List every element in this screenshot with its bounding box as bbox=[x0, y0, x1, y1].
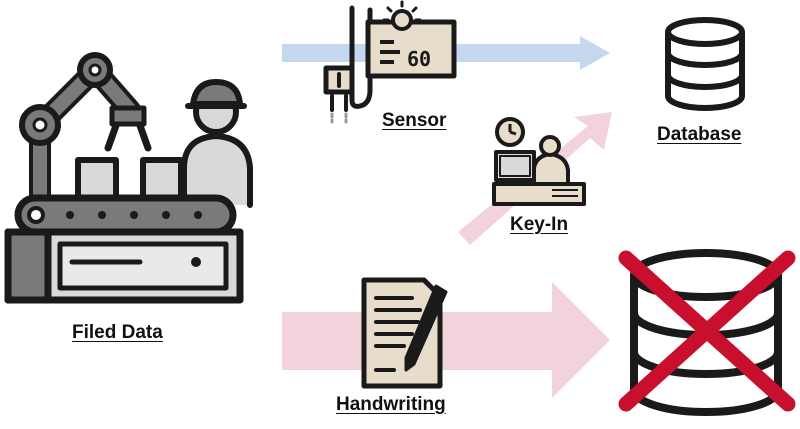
sensor-label: Sensor bbox=[382, 110, 447, 131]
sensor-icon bbox=[323, 0, 457, 124]
database-icon bbox=[665, 17, 745, 111]
sensor-display-value: 60 bbox=[407, 47, 431, 71]
factory-robot-icon bbox=[4, 52, 253, 304]
handwriting-icon bbox=[361, 277, 448, 389]
handwriting-label: Handwriting bbox=[336, 394, 446, 415]
keyin-label: Key-In bbox=[510, 214, 569, 235]
field-data-label: Filed Data bbox=[72, 322, 163, 343]
red-x-mark bbox=[618, 250, 796, 412]
database-label: Database bbox=[657, 124, 742, 145]
handwriting-arrow bbox=[282, 282, 610, 398]
keyin-worker-icon bbox=[492, 117, 586, 206]
